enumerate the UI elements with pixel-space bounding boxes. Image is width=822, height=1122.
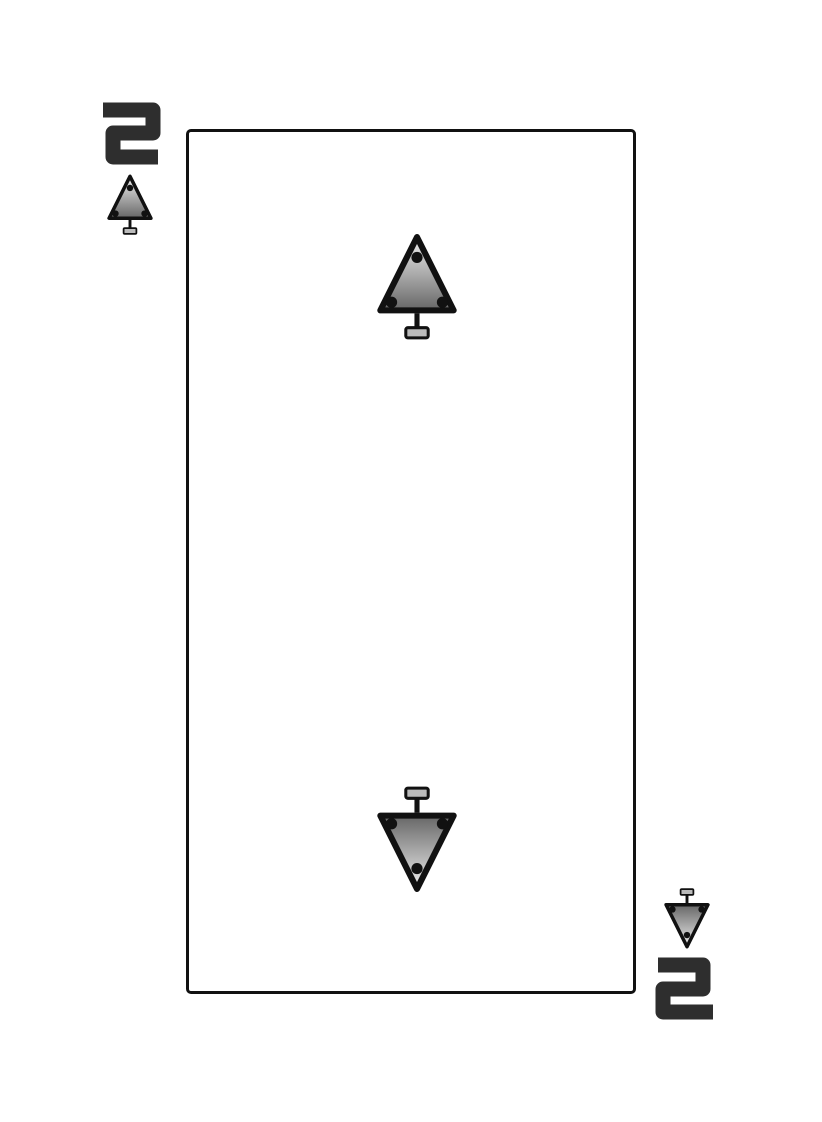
rank-bottom-right: 2 (652, 954, 720, 1022)
rank-two-glyph (652, 954, 720, 1022)
card-face-border (186, 129, 636, 994)
rank-two-glyph (96, 100, 164, 168)
center-pip-icon-bottom (376, 781, 458, 893)
center-pip-icon-top (376, 233, 458, 345)
corner-pip-icon-bottom (663, 885, 711, 949)
corner-pip-icon-top (106, 174, 154, 238)
rank-top-left: 2 (96, 100, 164, 168)
